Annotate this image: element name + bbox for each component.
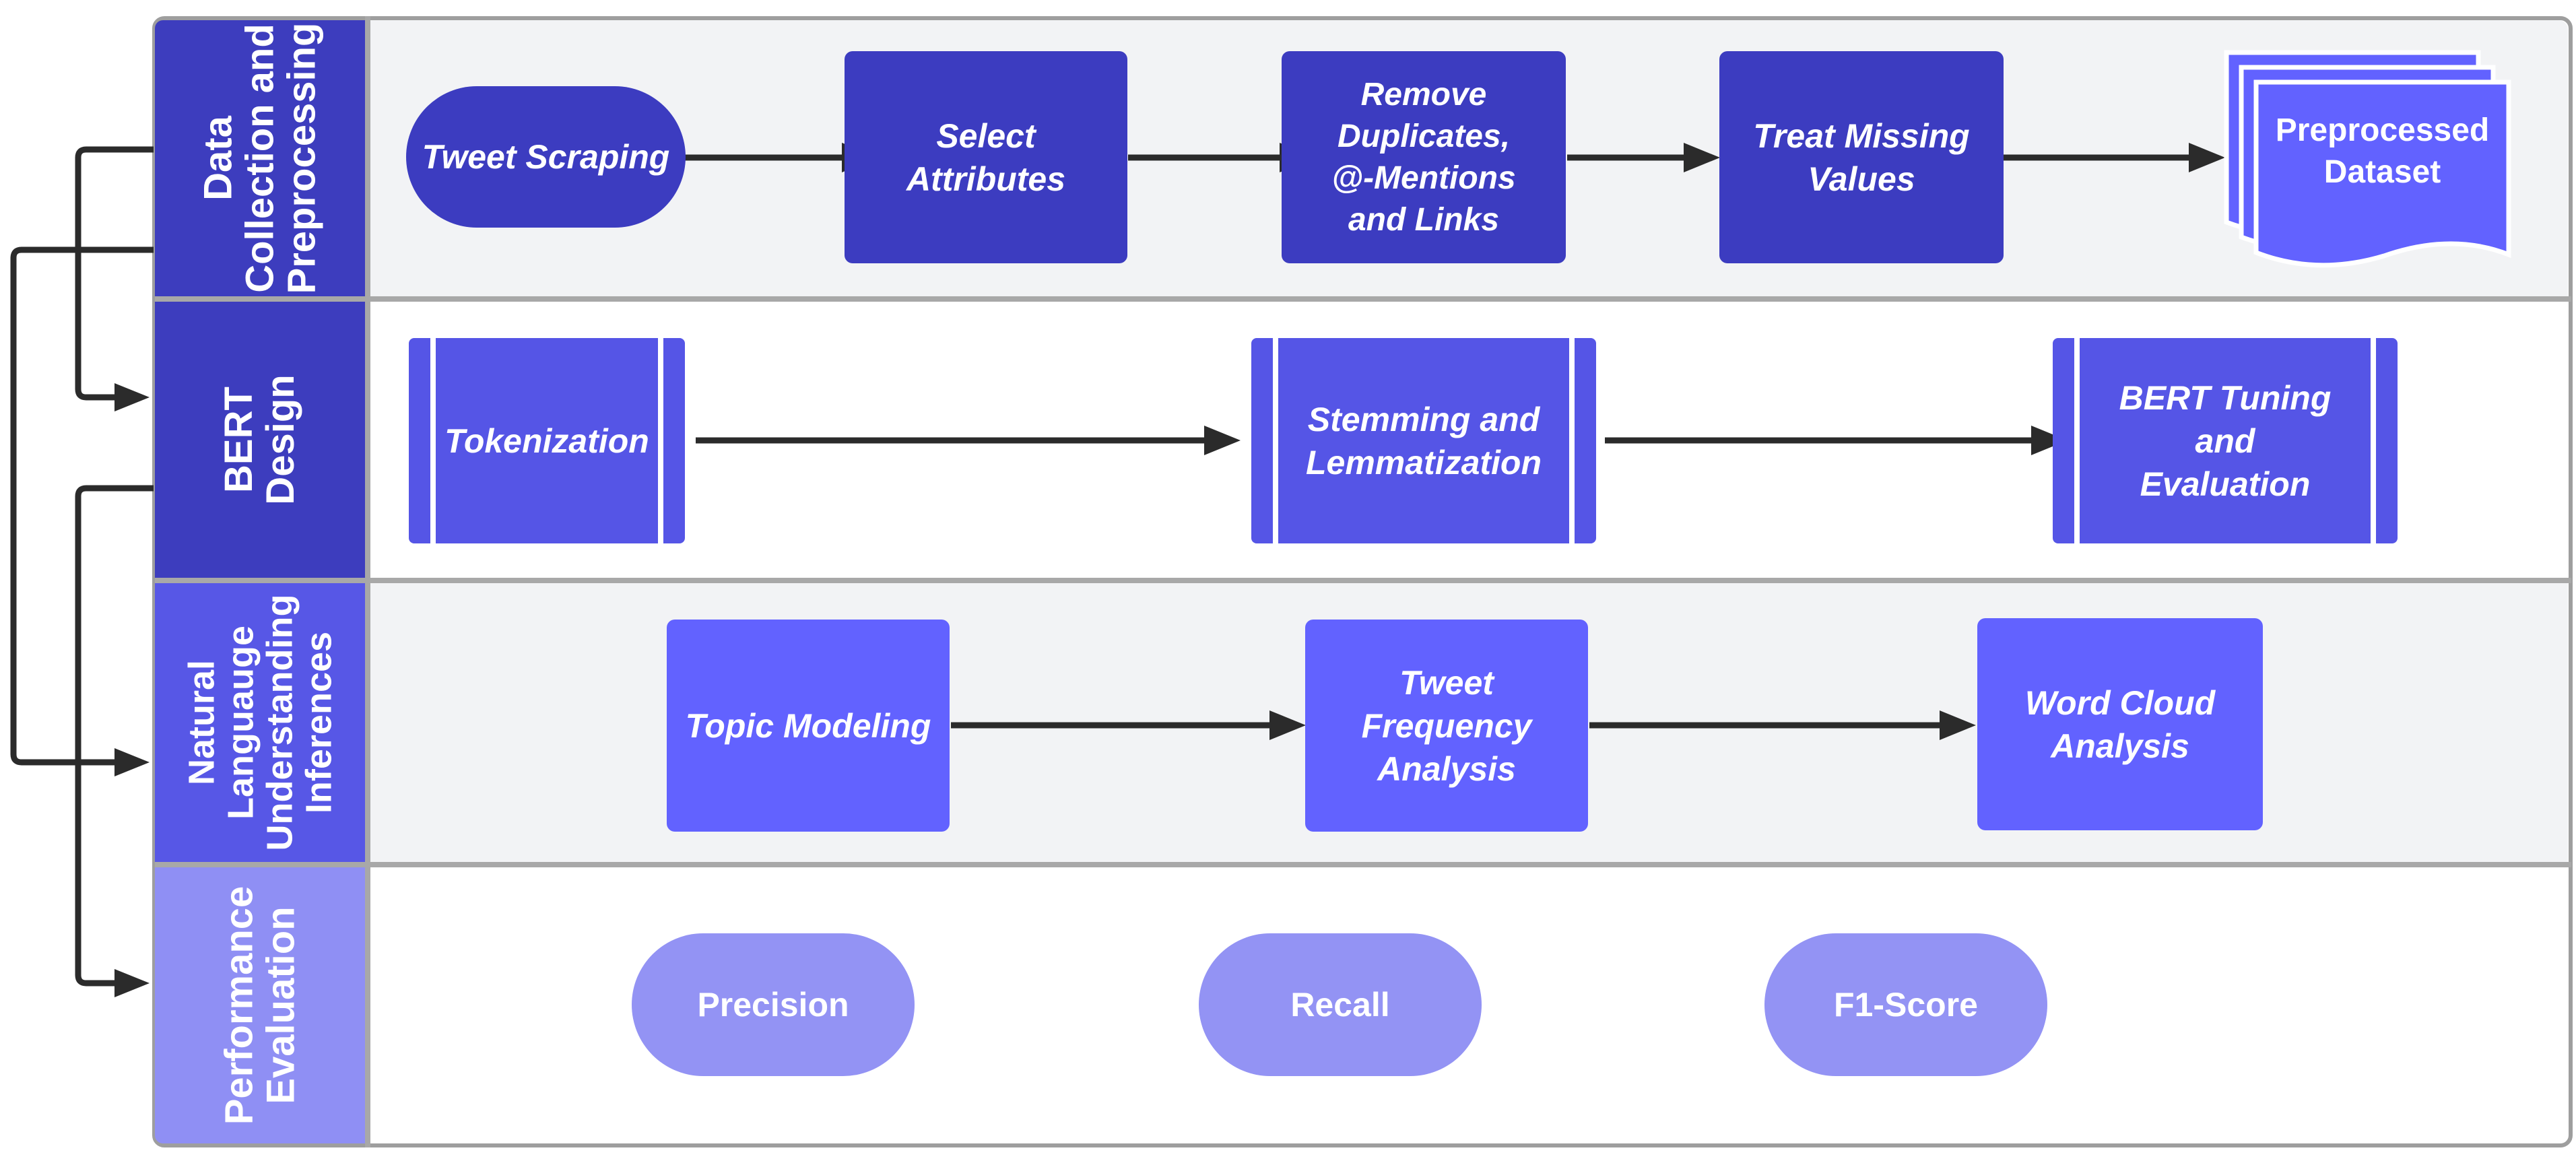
lane-separator: [155, 578, 2571, 583]
lane-header-data-collection: Data Collection and Preprocessing: [155, 20, 365, 296]
node-word-cloud[interactable]: Word Cloud Analysis: [1977, 618, 2263, 830]
arrowhead: [114, 748, 150, 776]
node-tweet-frequency[interactable]: Tweet Frequency Analysis: [1305, 620, 1588, 832]
node-label: Tweet Scraping: [422, 138, 670, 176]
node-label: Recall: [1290, 986, 1390, 1024]
arrowhead: [1940, 710, 1976, 740]
node-label: Preprocessed Dataset: [2275, 112, 2490, 190]
lane-header-performance: Performance Evaluation: [155, 867, 365, 1143]
arrowhead: [1684, 143, 1720, 172]
node-treat-missing-values[interactable]: Treat Missing Values: [1719, 51, 2004, 263]
arrowhead: [114, 969, 150, 997]
connector-lane1-to-lane3: [10, 246, 154, 766]
lane-separator: [155, 862, 2571, 867]
node-label: Select Attributes: [906, 116, 1066, 198]
connector-lane2-to-lane4: [75, 485, 154, 987]
arrowhead: [1204, 426, 1241, 455]
node-tokenization[interactable]: Tokenization: [409, 338, 685, 543]
arrowhead: [114, 383, 150, 411]
node-label: BERT Tuning and Evaluation: [2119, 378, 2332, 503]
lane-header-nlu-inferences: Natural Languauge Understanding Inferenc…: [155, 583, 365, 862]
node-bert-tuning-evaluation[interactable]: BERT Tuning and Evaluation: [2053, 338, 2398, 543]
node-topic-modeling[interactable]: Topic Modeling: [667, 620, 950, 832]
node-label: Stemming and Lemmatization: [1305, 400, 1542, 481]
node-label: Word Cloud Analysis: [2024, 683, 2216, 765]
node-remove-duplicates[interactable]: Remove Duplicates, @-Mentions and Links: [1282, 51, 1566, 263]
node-label: Topic Modeling: [685, 706, 931, 745]
node-f1-score[interactable]: F1-Score: [1764, 933, 2047, 1076]
node-precision[interactable]: Precision: [632, 933, 915, 1076]
lane-header-bert-design: BERT Design: [155, 302, 365, 578]
node-tweet-scraping[interactable]: Tweet Scraping: [406, 86, 686, 228]
node-recall[interactable]: Recall: [1199, 933, 1482, 1076]
node-label: Treat Missing Values: [1753, 116, 1970, 198]
arrowhead: [2189, 143, 2225, 172]
node-preprocessed-dataset[interactable]: Preprocessed Dataset: [2256, 94, 2509, 209]
node-label: Remove Duplicates, @-Mentions and Links: [1331, 76, 1516, 238]
node-label: Tweet Frequency Analysis: [1361, 663, 1532, 788]
connector-lane1-to-lane2: [75, 146, 154, 401]
node-label: Precision: [697, 986, 849, 1024]
node-select-attributes[interactable]: Select Attributes: [845, 51, 1127, 263]
arrowhead: [1269, 710, 1306, 740]
node-label: F1-Score: [1834, 986, 1978, 1024]
lane-separator: [155, 296, 2571, 302]
arrowhead: [2031, 426, 2068, 455]
node-label: Tokenization: [444, 422, 649, 460]
header-divider: [365, 16, 370, 1147]
node-stemming-lemmatization[interactable]: Stemming and Lemmatization: [1251, 338, 1596, 543]
